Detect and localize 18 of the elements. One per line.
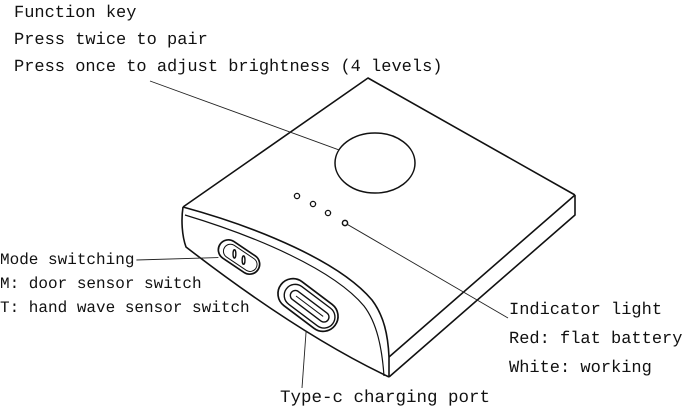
callout-heading: Indicator light xyxy=(509,300,664,322)
callout-label: Type-c charging port xyxy=(280,388,490,409)
callout-text: Press once to adjust brightness (4 levels) xyxy=(14,57,442,79)
callout-text: T: hand wave sensor switch xyxy=(0,298,250,319)
leader-line xyxy=(136,257,219,260)
indicator-led xyxy=(342,220,348,226)
charging-port xyxy=(277,278,339,332)
callout-text: White: working xyxy=(509,358,653,380)
leader-line xyxy=(302,330,307,388)
leader-line xyxy=(346,224,508,318)
leader-line xyxy=(150,80,340,150)
callout-text: Press twice to pair xyxy=(14,30,209,52)
slide-switch xyxy=(218,239,260,276)
callout-heading: Function key xyxy=(14,3,138,25)
callout-text: Red: flat battery xyxy=(509,329,682,351)
push-button xyxy=(334,132,416,194)
callout-label: Mode switching xyxy=(0,248,134,272)
callout-text: M: door sensor switch xyxy=(0,274,203,295)
